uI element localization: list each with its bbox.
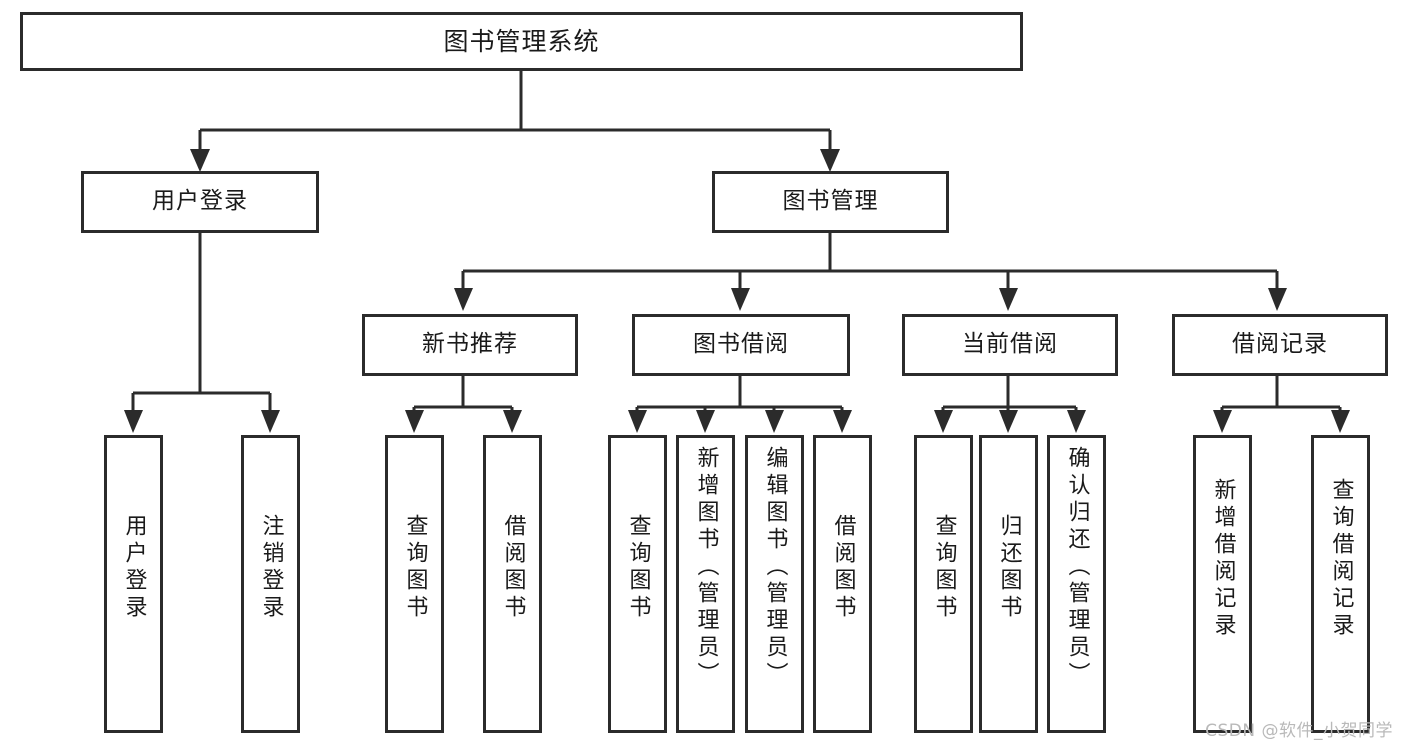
arrowhead-nb-borrow [503, 410, 522, 433]
arrowhead-leaf-logout [261, 410, 280, 433]
arrowhead-book-borrow [731, 288, 750, 311]
node-leaf-bb-borrow-book-label: 借阅图书 [830, 514, 856, 622]
arrowhead-cb-confirm [1067, 410, 1086, 433]
node-leaf-bb-query-book-label: 查询图书 [625, 514, 651, 622]
arrowhead-book-mgmt [820, 149, 840, 172]
node-leaf-logout[interactable]: 注销登录 [241, 435, 300, 733]
node-leaf-bb-edit-book-label: 编辑图书（管理员） [762, 446, 788, 689]
node-leaf-bb-borrow-book[interactable]: 借阅图书 [813, 435, 872, 733]
node-leaf-cb-return-book-label: 归还图书 [996, 514, 1022, 622]
node-leaf-logout-label: 注销登录 [258, 514, 284, 622]
arrowhead-bb-borrow [833, 410, 852, 433]
arrowhead-bb-edit [765, 410, 784, 433]
arrowhead-user-login [190, 149, 210, 172]
node-book-management-label: 图书管理 [782, 188, 879, 215]
arrowhead-leaf-login [124, 410, 143, 433]
node-leaf-cb-confirm-return[interactable]: 确认归还（管理员） [1047, 435, 1106, 733]
node-leaf-cb-query-book[interactable]: 查询图书 [914, 435, 973, 733]
node-leaf-br-query-record[interactable]: 查询借阅记录 [1311, 435, 1370, 733]
node-leaf-nb-query-book-label: 查询图书 [402, 514, 428, 622]
node-current-borrow-label: 当前借阅 [962, 331, 1058, 358]
edge-user-login-bus [131, 233, 272, 412]
edge-book-borrow-bus [635, 376, 844, 412]
node-leaf-bb-edit-book[interactable]: 编辑图书（管理员） [745, 435, 804, 733]
node-leaf-cb-query-book-label: 查询图书 [931, 514, 957, 622]
node-book-borrow-label: 图书借阅 [693, 331, 789, 358]
node-user-login-label: 用户登录 [152, 188, 248, 215]
node-new-book-recommend[interactable]: 新书推荐 [362, 314, 578, 376]
arrowhead-br-query [1331, 410, 1350, 433]
node-user-login[interactable]: 用户登录 [81, 171, 319, 233]
node-current-borrow[interactable]: 当前借阅 [902, 314, 1118, 376]
node-root[interactable]: 图书管理系统 [20, 12, 1023, 71]
node-root-label: 图书管理系统 [443, 26, 600, 56]
node-leaf-cb-confirm-return-label: 确认归还（管理员） [1064, 446, 1090, 689]
arrowhead-nb-query [405, 410, 424, 433]
node-leaf-br-add-record[interactable]: 新增借阅记录 [1193, 435, 1252, 733]
node-leaf-user-login-label: 用户登录 [121, 514, 147, 622]
edge-borrow-record-bus [1220, 376, 1342, 412]
arrowhead-borrow-record [1268, 288, 1287, 311]
node-leaf-br-add-record-label: 新增借阅记录 [1210, 478, 1236, 640]
node-leaf-user-login[interactable]: 用户登录 [104, 435, 163, 733]
node-leaf-br-query-record-label: 查询借阅记录 [1328, 478, 1354, 640]
node-leaf-bb-add-book[interactable]: 新增图书（管理员） [676, 435, 735, 733]
arrowhead-cb-query [934, 410, 953, 433]
edge-root-bus [198, 71, 832, 151]
edge-new-book-bus [412, 376, 514, 412]
node-leaf-nb-borrow-book-label: 借阅图书 [500, 514, 526, 622]
arrowhead-bb-query [628, 410, 647, 433]
arrowhead-current-borrow [999, 288, 1018, 311]
arrowhead-new-book [454, 288, 473, 311]
node-leaf-nb-query-book[interactable]: 查询图书 [385, 435, 444, 733]
node-borrow-record[interactable]: 借阅记录 [1172, 314, 1388, 376]
node-leaf-bb-query-book[interactable]: 查询图书 [608, 435, 667, 733]
node-leaf-cb-return-book[interactable]: 归还图书 [979, 435, 1038, 733]
edge-book-mgmt-bus [461, 233, 1279, 290]
node-borrow-record-label: 借阅记录 [1232, 331, 1328, 358]
edge-current-borrow-bus [941, 376, 1078, 412]
arrowhead-br-add [1213, 410, 1232, 433]
node-new-book-recommend-label: 新书推荐 [422, 331, 518, 358]
node-book-borrow[interactable]: 图书借阅 [632, 314, 850, 376]
csdn-watermark: CSDN @软件_小贺同学 [1205, 721, 1393, 741]
node-book-management[interactable]: 图书管理 [712, 171, 949, 233]
arrowhead-cb-return [999, 410, 1018, 433]
arrowhead-bb-add [696, 410, 715, 433]
node-leaf-nb-borrow-book[interactable]: 借阅图书 [483, 435, 542, 733]
node-leaf-bb-add-book-label: 新增图书（管理员） [693, 446, 719, 689]
